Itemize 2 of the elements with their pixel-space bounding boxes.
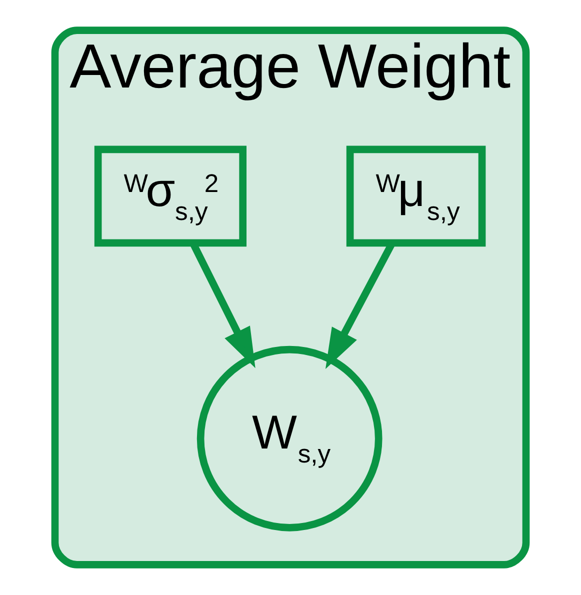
node-circle: W$_{s,y}$ — [196, 346, 382, 532]
node-box: $^{W}$μ$_{s,y}$ — [346, 146, 486, 247]
